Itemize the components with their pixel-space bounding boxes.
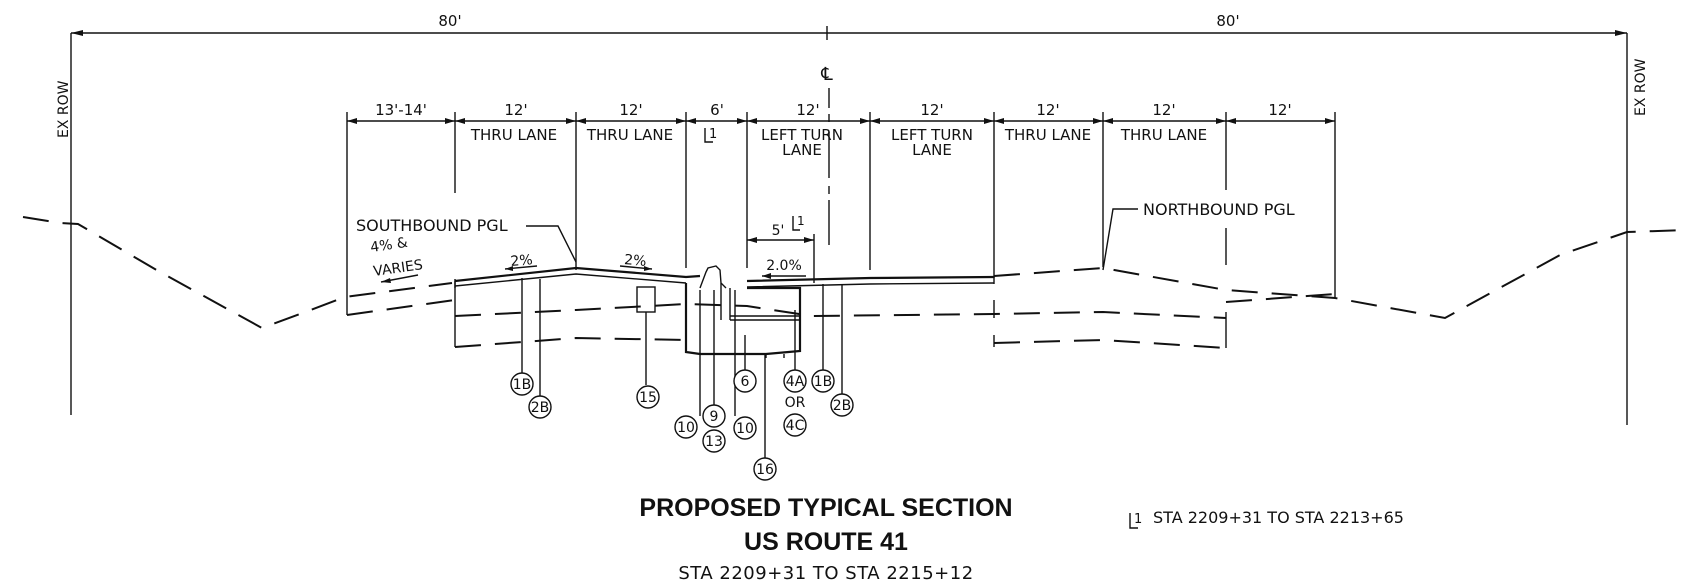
callout-2b-left-text: 2B xyxy=(531,400,550,416)
footnote-text: STA 2209+31 TO STA 2213+65 xyxy=(1153,508,1404,527)
nb-slope: 2.0% xyxy=(762,258,806,279)
callout-6-text: 6 xyxy=(741,374,750,390)
footnote-mark: 1 xyxy=(1134,512,1142,527)
sb-slope-2: 2% xyxy=(619,252,653,271)
northbound-pgl-label: NORTHBOUND PGL xyxy=(1102,200,1295,271)
lane-width-3: 6' xyxy=(710,101,724,119)
callout-9-text: 9 xyxy=(710,409,719,425)
centerline: ℄ xyxy=(820,64,833,245)
nb-thru-lane-1: THRU LANE xyxy=(1004,126,1091,144)
callout-2b-right: 2B xyxy=(830,393,854,417)
sb-slope-2-text: 2% xyxy=(624,252,648,270)
nb-thru-lane-2: THRU LANE xyxy=(1120,126,1207,144)
footnote: 1 STA 2209+31 TO STA 2213+65 xyxy=(1129,508,1404,529)
callout-10-left: 10 xyxy=(674,415,698,439)
callout-4c-text: 4C xyxy=(786,418,805,434)
median-note-mark: 1 xyxy=(704,127,717,143)
sb-slope-1-text: 2% xyxy=(510,252,534,270)
callout-leaders xyxy=(521,278,843,459)
sb-slope-1: 2% xyxy=(504,252,538,271)
callout-4a-text: 4A xyxy=(786,374,805,390)
callout-13: 13 xyxy=(702,429,726,453)
callout-15: 15 xyxy=(636,385,660,409)
proposed-pavement xyxy=(454,266,995,288)
lane-width-4: 12' xyxy=(796,101,819,119)
southbound-pgl-label: SOUTHBOUND PGL xyxy=(356,216,577,263)
overall-left-width: 80' xyxy=(438,12,461,30)
median-5ft-dimension: 5' 1 xyxy=(747,214,815,283)
lane-width-0: 13'-14' xyxy=(375,101,427,119)
callout-16-text: 16 xyxy=(756,462,774,478)
left-row-label: EX ROW xyxy=(56,80,72,138)
callout-15-text: 15 xyxy=(639,390,657,406)
median-dim-text: 5' xyxy=(772,223,785,239)
callout-9: 9 xyxy=(702,404,726,428)
callout-1b-left: 1B xyxy=(510,372,534,396)
overall-right-width: 80' xyxy=(1216,12,1239,30)
left-turn-lane-1-line1: LEFT TURN xyxy=(761,126,843,144)
sb-thru-lane-2: THRU LANE xyxy=(586,126,673,144)
callout-4c: 4C xyxy=(783,413,807,437)
centerline-symbol: ℄ xyxy=(820,64,833,85)
callout-1b-left-text: 1B xyxy=(513,377,532,393)
callout-10-left-text: 10 xyxy=(677,420,695,436)
left-turn-lane-2-line2: LANE xyxy=(912,141,952,159)
median-note-mark-number: 1 xyxy=(709,127,717,142)
shoulder-slope-line1: 4% & xyxy=(369,235,409,256)
lane-dimension-line xyxy=(346,112,1336,315)
callout-10-right: 10 xyxy=(733,416,757,440)
callout-1b-right-text: 1B xyxy=(814,374,833,390)
left-turn-lane-1-line2: LANE xyxy=(782,141,822,159)
lane-width-1: 12' xyxy=(504,101,527,119)
callout-10-right-text: 10 xyxy=(736,421,754,437)
lane-width-8: 12' xyxy=(1268,101,1291,119)
lane-width-5: 12' xyxy=(920,101,943,119)
callout-or-text: OR xyxy=(785,395,806,411)
shoulder-slope-label: 4% & VARIES xyxy=(369,235,424,283)
lane-width-2: 12' xyxy=(619,101,642,119)
callout-13-text: 13 xyxy=(705,434,723,450)
lane-width-7: 12' xyxy=(1152,101,1175,119)
callout-2b-right-text: 2B xyxy=(833,398,852,414)
left-turn-lane-2-line1: LEFT TURN xyxy=(891,126,973,144)
callout-4a: 4A xyxy=(783,369,807,393)
callout-16: 16 xyxy=(753,457,777,481)
median-structure xyxy=(684,265,802,358)
northbound-pgl-text: NORTHBOUND PGL xyxy=(1143,200,1295,219)
callout-2b-left: 2B xyxy=(528,395,552,419)
title-line3: STA 2209+31 TO STA 2215+12 xyxy=(678,563,973,581)
right-row-label: EX ROW xyxy=(1633,58,1649,116)
southbound-pgl-text: SOUTHBOUND PGL xyxy=(356,216,508,235)
title-line2: US ROUTE 41 xyxy=(744,528,908,556)
callout-1b-right: 1B xyxy=(811,369,835,393)
sb-thru-lane-1: THRU LANE xyxy=(470,126,557,144)
existing-ground-profile xyxy=(22,216,1689,349)
overall-row-dimension: 80' 80' xyxy=(71,12,1627,40)
shoulder-slope-line2: VARIES xyxy=(372,257,424,280)
title-line1: PROPOSED TYPICAL SECTION xyxy=(639,494,1012,522)
lane-width-6: 12' xyxy=(1036,101,1059,119)
nb-slope-text: 2.0% xyxy=(766,258,802,274)
callout-6: 6 xyxy=(733,369,757,393)
inlet-box xyxy=(636,286,656,313)
median-dim-mark: 1 xyxy=(797,214,805,228)
